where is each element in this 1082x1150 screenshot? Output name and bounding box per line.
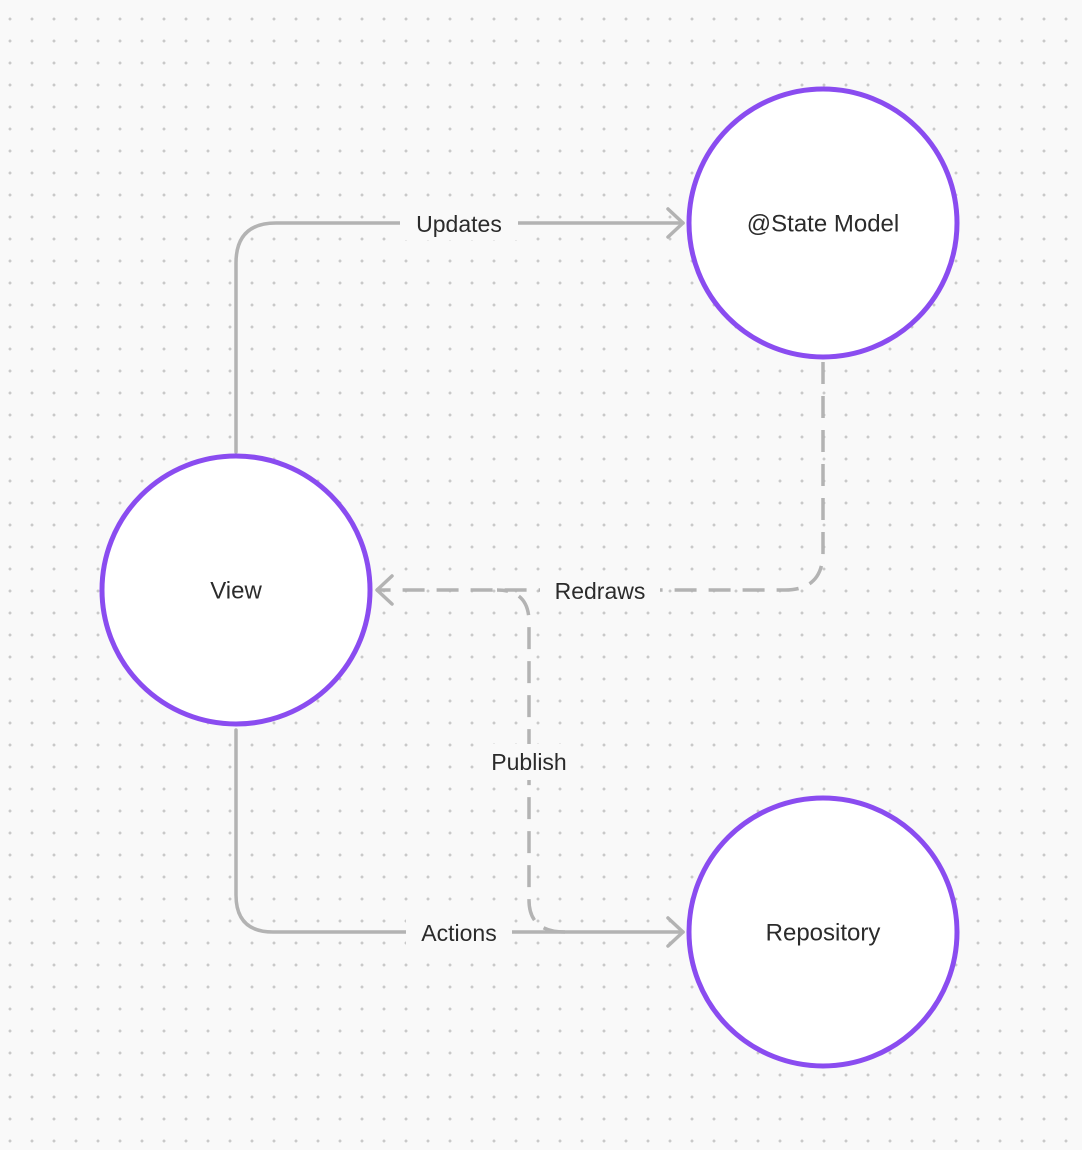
node-state-model-label: @State Model [747,211,899,238]
edge-redraws-line [376,362,825,592]
arrow-head-icon [666,916,685,948]
edge-redraws [375,362,825,606]
arrow-head-icon [375,574,394,606]
node-view-label: View [210,578,262,605]
edge-updates-label-bg [400,206,518,240]
node-repository-label: Repository [766,920,881,947]
arrow-head-icon [666,207,685,239]
edge-publish-line [496,588,566,934]
edge-updates-line [234,221,685,454]
edge-updates-label: Updates [416,211,502,237]
node-view-circle[interactable] [99,453,373,727]
edge-publish: Publish [482,588,578,934]
edge-redraws-label-bg [540,573,660,607]
node-repository-circle[interactable] [686,795,960,1069]
node-state-model[interactable]: @State Model [686,86,960,360]
edge-redraws-label: Redraws [555,578,646,604]
edge-actions-label: Actions [421,920,496,946]
node-repository[interactable]: Repository [686,795,960,1069]
edge-publish-label-bg [482,744,578,780]
node-state-model-circle[interactable] [686,86,960,360]
edge-publish-label: Publish [491,749,566,775]
edge-actions-line [234,728,685,934]
node-view[interactable]: View [99,453,373,727]
edge-updates: Updates [234,206,685,454]
edge-actions-label-bg [406,915,512,949]
edge-actions: Actions [234,728,685,949]
